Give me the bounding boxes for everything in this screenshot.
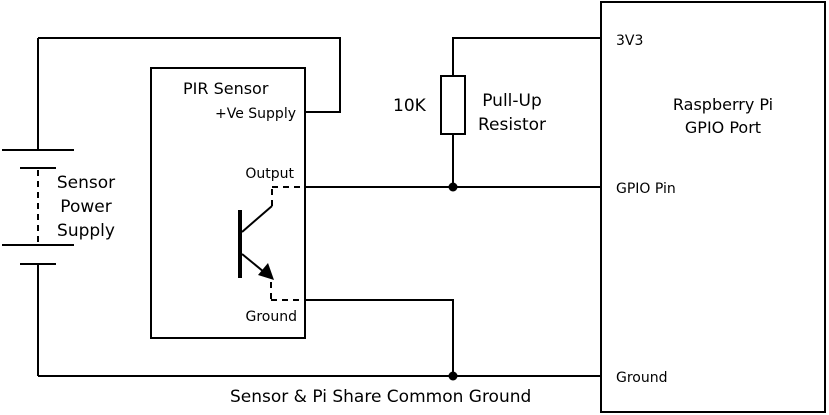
supply-wire — [38, 37, 341, 113]
transistor-symbol — [238, 186, 305, 301]
pi-pin-ground: Ground — [616, 370, 668, 386]
pir-sensor-title: PIR Sensor — [183, 79, 269, 98]
pir-output-label: Output — [245, 166, 294, 182]
battery-symbol — [2, 38, 74, 376]
common-ground-note: Sensor & Pi Share Common Ground — [230, 387, 531, 407]
3v3-wire — [452, 37, 601, 76]
power-supply-label-2: Power — [60, 197, 111, 217]
pi-pin-3v3: 3V3 — [616, 33, 643, 49]
pir-ground-label: Ground — [246, 309, 298, 325]
raspberry-pi-box — [600, 1, 826, 413]
sensor-ground-wire — [305, 299, 454, 376]
junction-dot-gpio — [448, 182, 458, 192]
pir-supply-label: +Ve Supply — [215, 106, 296, 122]
power-supply-label-1: Sensor — [57, 173, 115, 193]
pi-pin-gpio: GPIO Pin — [616, 181, 676, 197]
power-supply-label-3: Supply — [57, 221, 115, 241]
junction-dot-ground — [448, 371, 458, 381]
resistor-label-2: Resistor — [478, 115, 546, 135]
pir-sensor-box — [150, 67, 306, 339]
pi-title-1: Raspberry Pi — [673, 95, 773, 114]
pull-up-resistor — [440, 75, 466, 135]
resistor-label-1: Pull-Up — [482, 91, 542, 111]
pi-title-2: GPIO Port — [685, 118, 761, 137]
resistor-value: 10K — [393, 96, 427, 116]
